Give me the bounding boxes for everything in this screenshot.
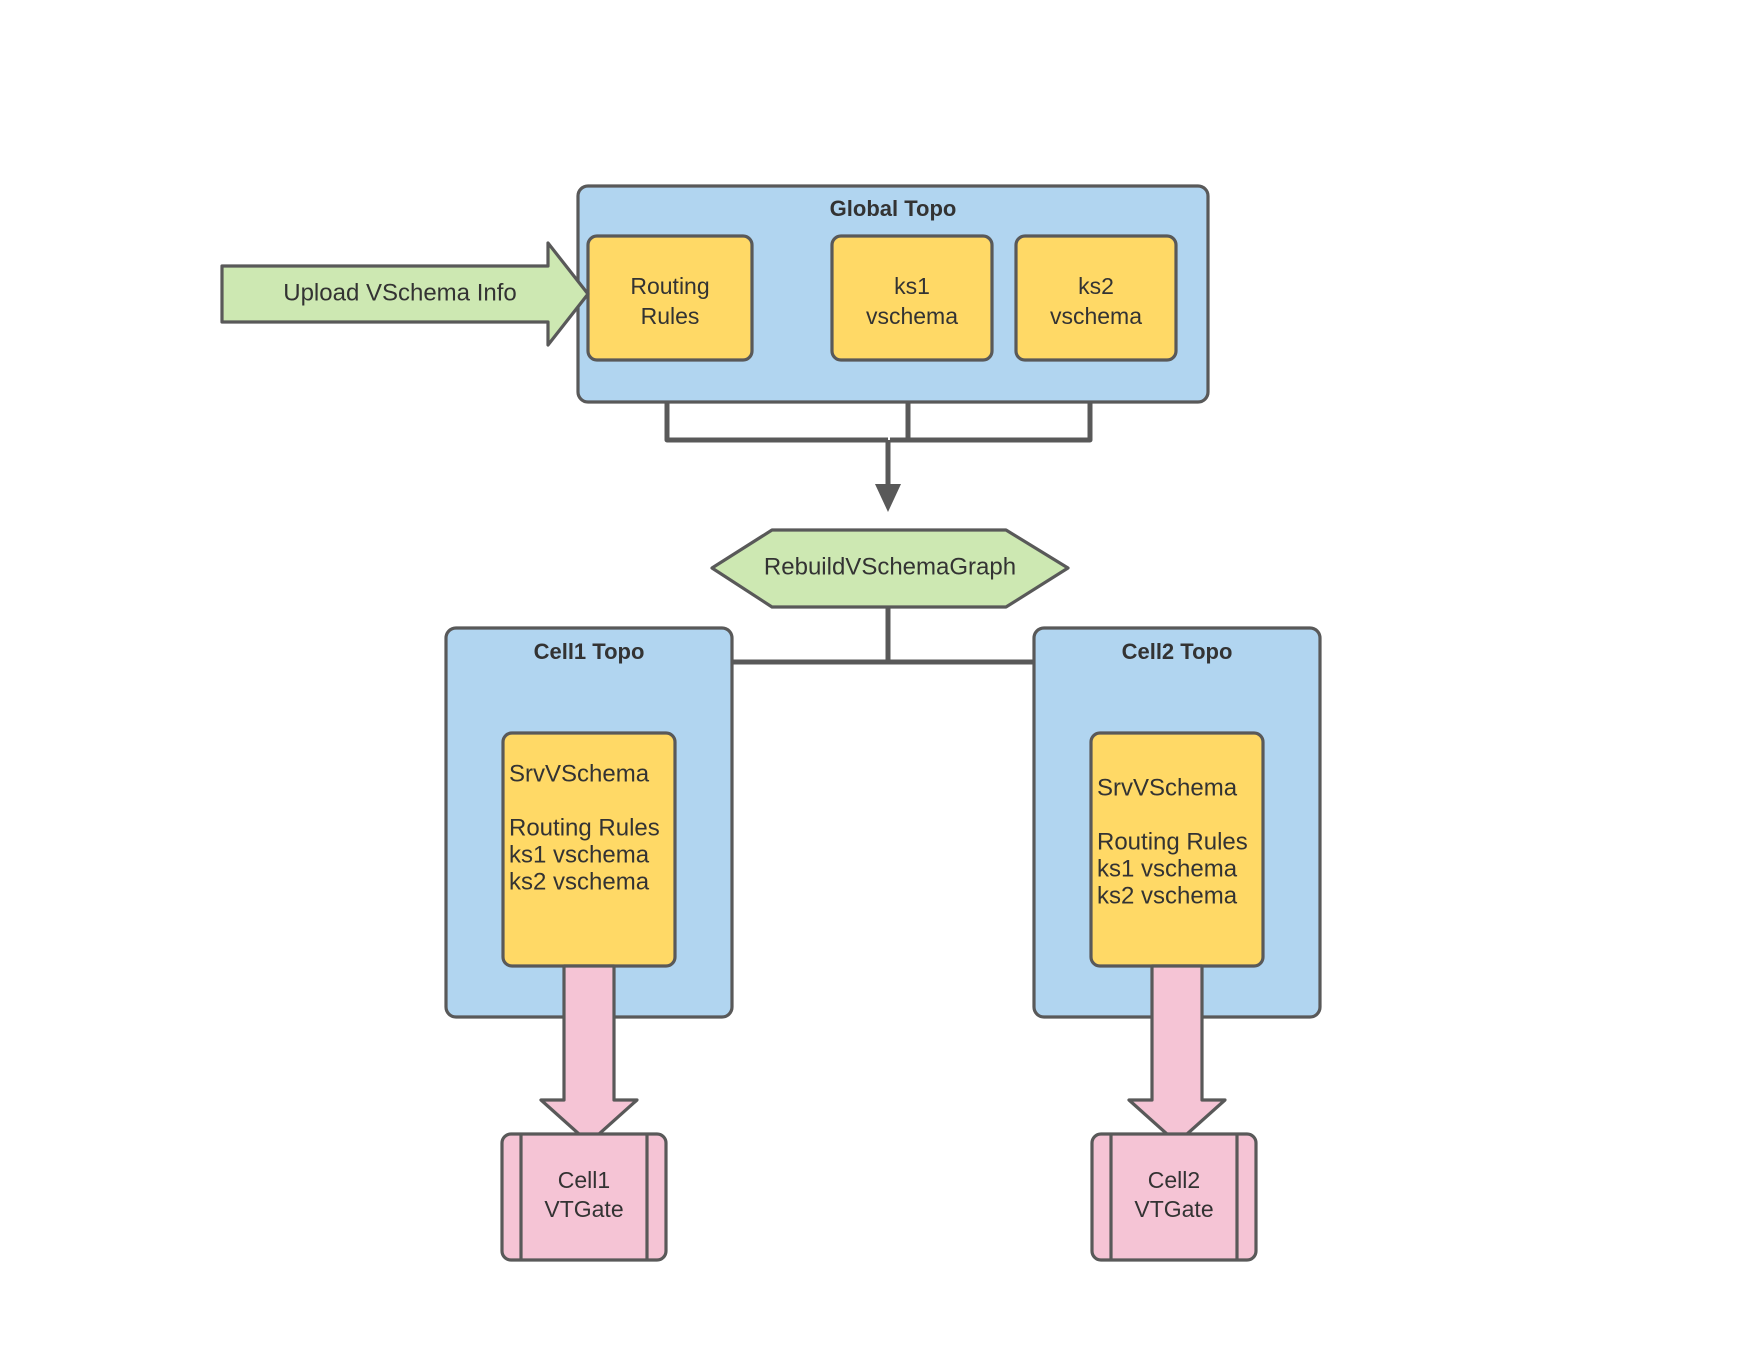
cell1-vtgate-node[interactable]: Cell1 VTGate <box>500 1132 668 1262</box>
ks2-vschema-box[interactable] <box>1014 234 1178 362</box>
cell2-srvvschema-item-1: ks1 vschema <box>1097 855 1238 882</box>
upload-arrow-shape[interactable] <box>220 241 590 347</box>
routing-rules-label-line1: Routing <box>630 273 709 299</box>
cell2-vtgate-label-line2: VTGate <box>1134 1196 1213 1222</box>
ks1-vschema-label-line2: vschema <box>866 303 958 329</box>
upload-vschema-arrow[interactable]: Upload VSchema Info <box>220 241 590 347</box>
routing-rules-label-line2: Rules <box>641 303 700 329</box>
cell2-srvvschema-heading: SrvVSchema <box>1097 774 1238 801</box>
rebuild-hexagon-shape[interactable] <box>710 528 1070 609</box>
cell1-topo-title: Cell1 Topo <box>534 639 645 664</box>
cell1-srvvschema-item-0: Routing Rules <box>509 814 660 841</box>
global-topo-title: Global Topo <box>830 196 957 221</box>
cell1-vtgate-box[interactable] <box>500 1132 668 1262</box>
ks2-vschema-label-line2: vschema <box>1050 303 1142 329</box>
cell1-srvvschema-item-2: ks2 vschema <box>509 868 650 895</box>
node-ks1-vschema[interactable]: ks1 vschema <box>830 234 994 362</box>
cell1-topo-container[interactable]: Cell1 Topo SrvVSchema Routing Rules ks1 … <box>444 626 734 1019</box>
cell2-srvvschema-item-2: ks2 vschema <box>1097 882 1238 909</box>
cell2-srvvschema-item-0: Routing Rules <box>1097 828 1248 855</box>
cell2-srvvschema-node[interactable]: SrvVSchema Routing Rules ks1 vschema ks2… <box>1089 731 1265 968</box>
cell2-topo-title: Cell2 Topo <box>1122 639 1233 664</box>
cell2-topo-container[interactable]: Cell2 Topo SrvVSchema Routing Rules ks1 … <box>1032 626 1322 1019</box>
cell2-vtgate-box[interactable] <box>1090 1132 1258 1262</box>
ks1-vschema-box[interactable] <box>830 234 994 362</box>
global-topo-container[interactable]: Global Topo Routing Rules ks1 vschema ks… <box>576 184 1210 404</box>
node-routing-rules[interactable]: Routing Rules <box>586 234 754 362</box>
cell1-srvvschema-heading: SrvVSchema <box>509 760 650 787</box>
cell2-vtgate-node[interactable]: Cell2 VTGate <box>1090 1132 1258 1262</box>
ks2-vschema-label-line1: ks2 <box>1078 273 1114 299</box>
cell2-vtgate-label-line1: Cell2 <box>1148 1167 1200 1193</box>
cell1-srv-to-vtgate-arrow <box>539 964 639 1145</box>
cell1-pink-arrow-shape <box>539 964 639 1145</box>
upload-arrow-label: Upload VSchema Info <box>283 279 516 306</box>
cell1-srvvschema-node[interactable]: SrvVSchema Routing Rules ks1 vschema ks2… <box>501 731 677 968</box>
cell1-srvvschema-item-1: ks1 vschema <box>509 841 650 868</box>
cell2-srv-to-vtgate-arrow <box>1127 964 1227 1145</box>
cell1-vtgate-label-line1: Cell1 <box>558 1167 610 1193</box>
cell1-vtgate-label-line2: VTGate <box>544 1196 623 1222</box>
ks1-vschema-label-line1: ks1 <box>894 273 930 299</box>
cell2-pink-arrow-shape <box>1127 964 1227 1145</box>
routing-rules-box[interactable] <box>586 234 754 362</box>
node-ks2-vschema[interactable]: ks2 vschema <box>1014 234 1178 362</box>
rebuild-hexagon-label: RebuildVSchemaGraph <box>764 553 1016 580</box>
rebuild-vschema-graph-process[interactable]: RebuildVSchemaGraph <box>710 528 1070 609</box>
